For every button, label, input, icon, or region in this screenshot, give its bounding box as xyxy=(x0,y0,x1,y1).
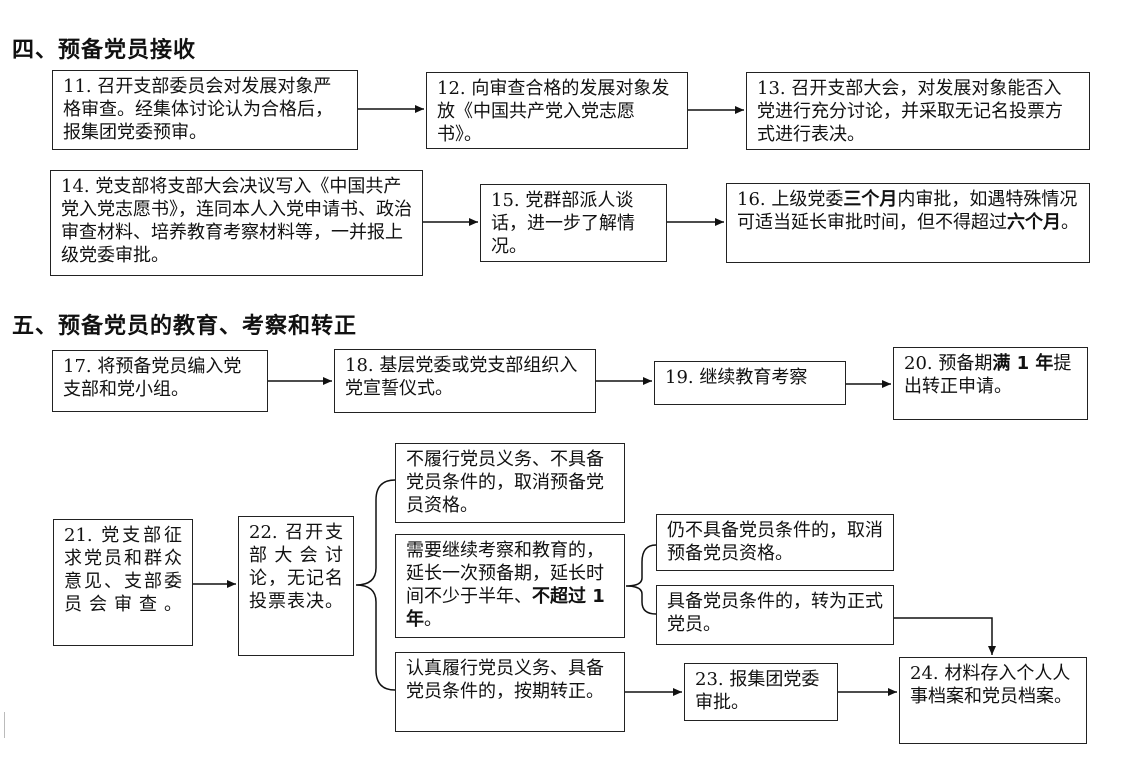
extend-pass-box: 具备党员条件的，转为正式党员。 xyxy=(656,585,894,645)
step-19-box: 19. 继续教育考察 xyxy=(654,361,846,405)
emphasis-text: 六个月 xyxy=(1007,212,1061,233)
step-text: 。 xyxy=(1061,212,1079,233)
outcome-extend-box: 需要继续考察和教育的，延长一次预备期，延长时间不少于半年、不超过 1 年。 xyxy=(395,534,625,638)
step-text: 16. 上级党委 xyxy=(737,189,844,210)
step-24-box: 24. 材料存入个人人事档案和党员档案。 xyxy=(899,657,1087,744)
step-text: 24. 材料存入个人人事档案和党员档案。 xyxy=(910,663,1072,707)
step-17-box: 17. 将预备党员编入党支部和党小组。 xyxy=(52,350,268,412)
brace-extend xyxy=(625,544,657,615)
margin-mark xyxy=(4,712,5,738)
step-text: 11. 召开支部委员会对发展对象严格审查。经集体讨论认为合格后，报集团党委预审。 xyxy=(63,76,333,143)
step-text: 12. 向审查合格的发展对象发放《中国共产党入党志愿书》。 xyxy=(437,78,670,145)
emphasis-text: 三个月 xyxy=(843,189,898,210)
step-text: 认真履行党员义务、具备党员条件的，按期转正。 xyxy=(406,658,604,702)
step-22-box: 22. 召开支部大会讨论，无记名投票表决。 xyxy=(238,516,354,656)
step-text: 17. 将预备党员编入党支部和党小组。 xyxy=(63,356,242,400)
section-title-4: 四、预备党员接收 xyxy=(12,38,197,63)
step-text: 需要继续考察和教育的，延长一次预备期，延长时间不少于半年、 xyxy=(406,540,604,607)
outcome-disqualify-box: 不履行党员义务、不具备党员条件的，取消预备党员资格。 xyxy=(395,443,625,523)
step-11-box: 11. 召开支部委员会对发展对象严格审查。经集体讨论认为合格后，报集团党委预审。 xyxy=(52,70,358,150)
step-16-box: 16. 上级党委三个月内审批，如遇特殊情况可适当延长审批时间，但不得超过六个月。 xyxy=(726,183,1090,263)
step-text: 具备党员条件的，转为正式党员。 xyxy=(667,591,883,635)
arrow-pass-24 xyxy=(894,617,996,655)
step-23-box: 23. 报集团党委审批。 xyxy=(684,663,838,721)
step-text: 19. 继续教育考察 xyxy=(665,367,808,388)
step-21-box: 21. 党支部征求党员和群众意见、支部委员会审查。 xyxy=(53,519,193,646)
outcome-on-time-box: 认真履行党员义务、具备党员条件的，按期转正。 xyxy=(395,652,625,732)
step-text: 。 xyxy=(424,609,442,630)
step-20-box: 20. 预备期满 1 年提出转正申请。 xyxy=(893,347,1088,420)
step-12-box: 12. 向审查合格的发展对象发放《中国共产党入党志愿书》。 xyxy=(426,72,688,149)
emphasis-text: 不超过 1 年 xyxy=(406,586,605,630)
step-13-box: 13. 召开支部大会，对发展对象能否入党进行充分讨论，并采取无记名投票方式进行表… xyxy=(746,72,1090,150)
emphasis-text: 满 1 年 xyxy=(992,353,1054,374)
brace-22-outcomes xyxy=(355,479,396,691)
step-text: 18. 基层党委或党支部组织入党宣誓仪式。 xyxy=(345,355,578,399)
step-text: 22. 召开支部大会讨论，无记名投票表决。 xyxy=(249,522,343,612)
step-18-box: 18. 基层党委或党支部组织入党宣誓仪式。 xyxy=(334,349,596,413)
step-text: 14. 党支部将支部大会决议写入《中国共产党入党志愿书》，连同本人入党申请书、政… xyxy=(61,176,412,266)
step-text: 21. 党支部征求党员和群众意见、支部委员会审查。 xyxy=(64,525,182,615)
step-text: 内审批，如遇特殊情况可适当延长审批时间，但不得超过 xyxy=(737,189,1078,233)
step-text: 15. 党群部派人谈话，进一步了解情况。 xyxy=(491,190,635,257)
extend-fail-box: 仍不具备党员条件的，取消预备党员资格。 xyxy=(656,514,894,571)
step-text: 13. 召开支部大会，对发展对象能否入党进行充分讨论，并采取无记名投票方式进行表… xyxy=(757,78,1063,145)
step-14-box: 14. 党支部将支部大会决议写入《中国共产党入党志愿书》，连同本人入党申请书、政… xyxy=(50,170,423,276)
step-text: 20. 预备期 xyxy=(904,353,993,374)
step-text: 23. 报集团党委审批。 xyxy=(695,669,820,713)
section-title-5: 五、预备党员的教育、考察和转正 xyxy=(12,314,358,339)
step-text: 仍不具备党员条件的，取消预备党员资格。 xyxy=(667,520,883,564)
step-text: 提出转正申请。 xyxy=(904,353,1072,397)
step-text: 不履行党员义务、不具备党员条件的，取消预备党员资格。 xyxy=(406,449,604,516)
step-15-box: 15. 党群部派人谈话，进一步了解情况。 xyxy=(480,184,667,262)
